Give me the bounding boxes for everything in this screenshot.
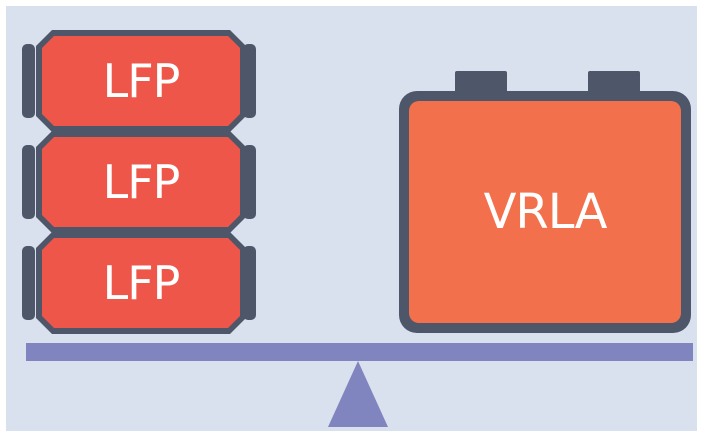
lfp-cell-3: LFP: [22, 232, 256, 334]
lfp-cell-2: LFP: [22, 131, 256, 233]
lfp-cell-label: LFP: [102, 155, 180, 209]
lfp-cell-left-cap: [22, 44, 35, 118]
balance-beam: [26, 343, 693, 361]
lfp-cell-label: LFP: [102, 54, 180, 108]
lfp-cell-body: LFP: [42, 36, 240, 126]
vrla-battery-label: VRLA: [483, 184, 608, 240]
vrla-battery-body: VRLA: [409, 101, 681, 323]
lfp-cell-left-cap: [22, 145, 35, 219]
lfp-cell-right-cap: [243, 145, 256, 219]
balance-fulcrum: [328, 361, 388, 427]
lfp-cell-right-cap: [243, 44, 256, 118]
lfp-cell-body: LFP: [42, 137, 240, 227]
lfp-cell-right-cap: [243, 246, 256, 320]
lfp-cell-1: LFP: [22, 30, 256, 132]
lfp-cell-left-cap: [22, 246, 35, 320]
lfp-cell-label: LFP: [102, 256, 180, 310]
vrla-battery-case: VRLA: [399, 91, 691, 333]
lfp-cell-body: LFP: [42, 238, 240, 328]
